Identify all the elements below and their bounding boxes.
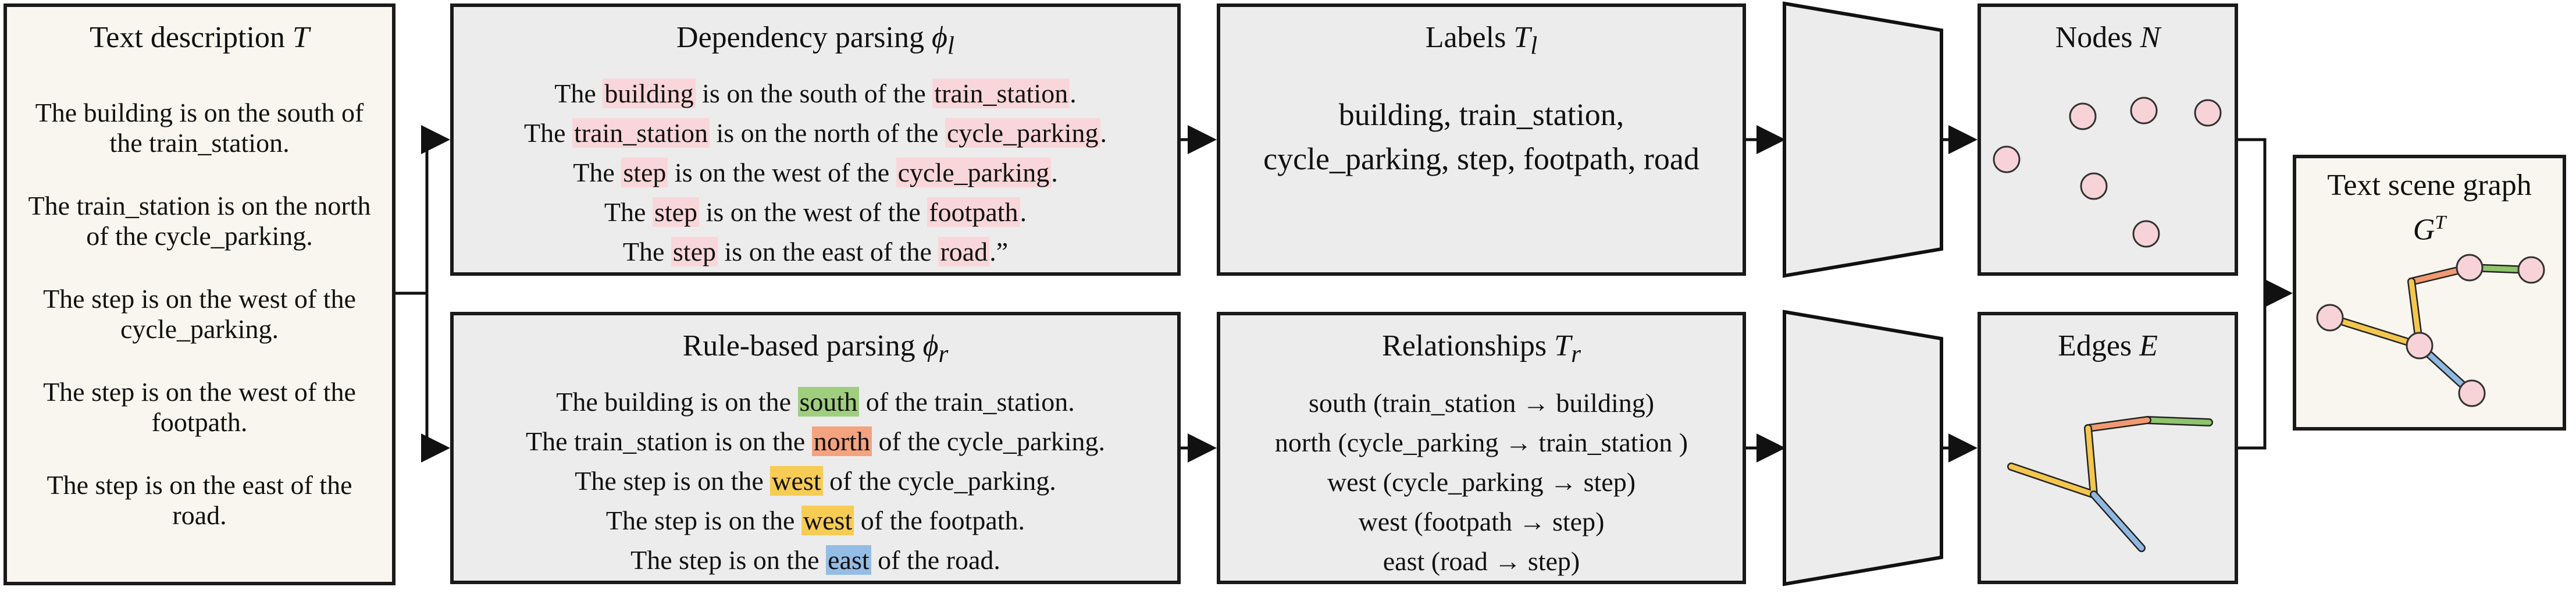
parsed-sentence: The step is on the west of the footpath. [454,505,1177,536]
text-description-title: Text description T [90,21,309,54]
parsed-sentence: The step is on the west of the footpath. [454,197,1177,227]
relationship-line: west (cycle_parking → step) [1327,467,1636,497]
sentence-text: of the footpath. [854,506,1025,535]
edges-box: Edges E [1978,312,2238,584]
merge-connector [2238,138,2267,450]
parsed-sentence: The step is on the west of the cycle_par… [454,465,1177,496]
labels-title: Labels Tl [1425,21,1538,60]
scene-graph-symbol: GT [2413,212,2446,247]
sentence-text: The [573,158,622,187]
nodes-box: Nodes N [1978,3,2238,276]
parsed-sentence: The building is on the south of the trai… [454,386,1177,417]
relationship-line: south (train_station → building) [1308,388,1655,418]
parsed-sentence: The step is on the east of the road. [454,545,1177,575]
description-sentence: The step is on the west of the cycle_par… [43,284,356,344]
description-sentence: The step is on the west of the footpath. [43,377,356,437]
sentence-text: is on the south of the [695,79,933,108]
highlighted-word: step [652,197,700,227]
word2vec-label-top: Word2vec [1790,125,1909,158]
labels-line: building, train_station, [1338,97,1624,132]
sentence-text: of the train_station. [859,387,1075,417]
sentence-text: . [1051,158,1058,187]
sentence-text: of the cycle_parking. [871,426,1106,456]
sentence-text: The step is on the [605,506,801,535]
highlighted-word: train_station [932,79,1070,108]
title-variable: T [292,21,309,54]
parsed-sentence: The building is on the south of the trai… [454,78,1177,109]
relationships-title: Relationships Tr [1382,329,1581,368]
parsed-sentence: The step is on the west of the cycle_par… [454,157,1177,188]
split-connector [396,125,450,295]
sentence-text: The step is on the [630,545,826,575]
dependency-parsing-box: Dependency parsing ϕl The building is on… [450,3,1181,276]
sentence-text: . [1020,197,1027,227]
edges-title: Edges E [2058,329,2158,362]
highlighted-word: south [797,387,860,417]
parsed-sentence: The step is on the east of the road.” [454,236,1177,267]
description-sentence: The building is on the south of the trai… [35,98,364,158]
split-connector-lower [421,293,450,463]
relationship-line: east (road → step) [1383,546,1580,576]
highlighted-word: east [826,545,871,575]
text-description-box: Text description T The building is on th… [3,3,396,585]
sentence-text: is on the east of the [718,237,939,266]
highlighted-word: train_station [572,118,710,148]
relationships-box: Relationships Tr south (train_station → … [1217,312,1746,584]
sentence-text: of the road. [871,545,1000,575]
scene-graph-box: Text scene graph GT [2293,155,2566,431]
rule-based-parsing-title: Rule-based parsing ϕr [682,329,949,368]
highlighted-word: footpath [927,197,1020,227]
sentence-text: The step is on the [575,466,771,496]
sentence-text: is on the north of the [709,118,945,148]
sentence-text: The train_station is on the [525,426,812,456]
word2vec-label-bottom: Word2vec [1790,433,1909,466]
sentence-text: .” [989,237,1009,266]
scene-graph-title: Text scene graph [2327,169,2532,202]
highlighted-word: step [621,158,668,187]
highlighted-word: building [603,79,696,108]
sentence-text: The [622,237,671,266]
description-sentence: The train_station is on the north of the… [28,191,371,251]
sentence-text: is on the west of the [668,158,896,187]
parsed-sentence: The train_station is on the north of the… [454,426,1177,457]
sentence-text: The [554,79,603,108]
nodes-title: Nodes N [2055,21,2161,54]
parsed-sentence: The train_station is on the north of the… [454,118,1177,148]
highlighted-word: cycle_parking [945,118,1100,148]
labels-box: Labels Tl building, train_station, cycle… [1217,3,1746,276]
highlighted-word: west [801,506,854,535]
relationship-line: north (cycle_parking → train_station ) [1274,428,1688,457]
highlighted-word: road [938,237,990,266]
rule-based-parsing-box: Rule-based parsing ϕr The building is on… [450,312,1181,584]
sentence-text: . [1100,118,1107,148]
sentence-text: The [604,197,653,227]
highlighted-word: west [770,466,823,496]
dependency-parsing-title: Dependency parsing ϕl [676,21,954,60]
relationship-line: west (footpath → step) [1358,507,1605,536]
sentence-text: . [1070,79,1077,108]
highlighted-word: north [811,426,872,456]
sentence-text: The building is on the [556,387,798,417]
sentence-text: of the cycle_parking. [822,466,1056,496]
highlighted-word: cycle_parking [896,158,1052,187]
sentence-text: The [523,118,572,148]
highlighted-word: step [671,237,718,266]
labels-line: cycle_parking, step, footpath, road [1263,141,1699,176]
sentence-text: is on the west of the [699,197,928,227]
description-sentence: The step is on the east of the road. [47,470,352,530]
